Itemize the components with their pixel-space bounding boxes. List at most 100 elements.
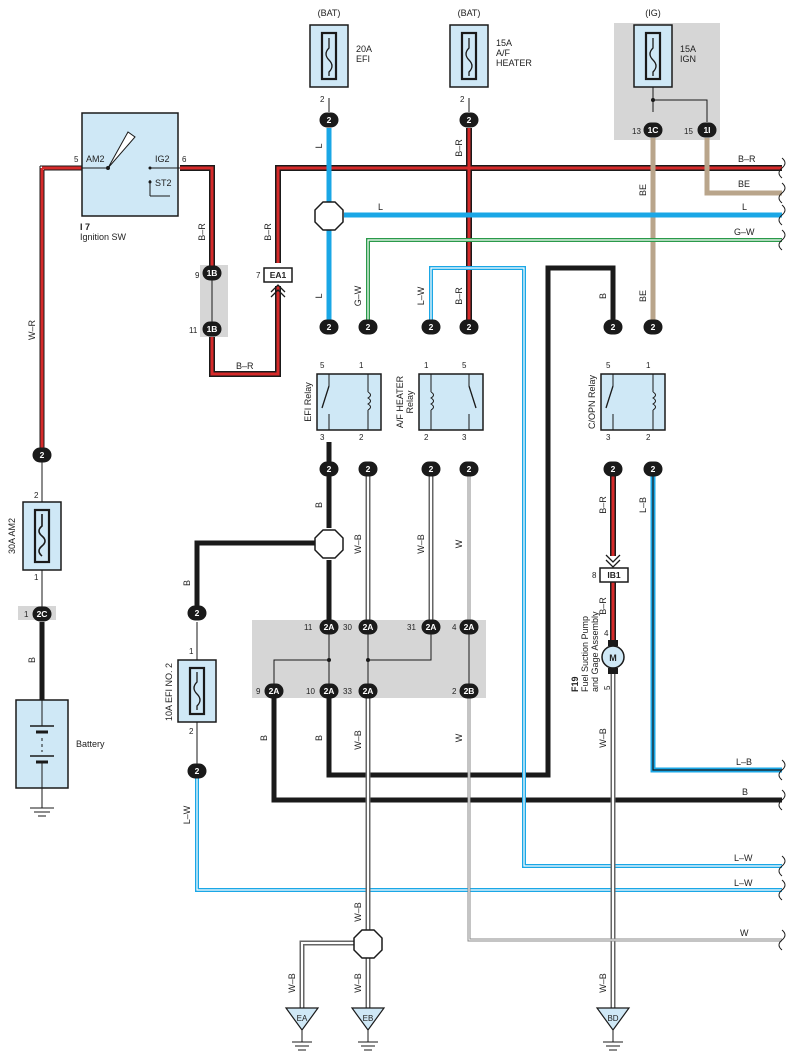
fuse-ign-name: IGN: [680, 54, 696, 64]
wire-label: BE: [738, 179, 750, 189]
conn-label: 2A: [464, 622, 475, 632]
conn-label: 2: [327, 115, 332, 125]
wire-label: B–R: [598, 597, 608, 615]
pin: 3: [462, 433, 467, 442]
connector-labels: 2 2 1C 1I 2 2 2 2 2 2 2 2 2 2 2 2 2 2 2 …: [37, 115, 711, 776]
conn-label: 2: [611, 464, 616, 474]
conn-label: 1C: [648, 125, 659, 135]
connector-pills: [32, 112, 717, 779]
pin: 4: [604, 629, 609, 638]
wire-label: B: [742, 787, 748, 797]
wire-labels: B–R BE L L G–W L–B B L–W L–W W B–R L B–R…: [27, 139, 756, 993]
conn-label: 2: [429, 322, 434, 332]
pin: 1: [646, 361, 651, 370]
pin: 3: [320, 433, 325, 442]
wire-label: W–B: [287, 973, 297, 993]
connector-ea1: [263, 267, 293, 283]
conn-label: 2: [195, 766, 200, 776]
wire-label: BE: [638, 290, 648, 302]
wire-label: B–R: [454, 139, 464, 157]
wire-label: B–R: [454, 287, 464, 305]
conn-label: 2: [611, 322, 616, 332]
pin: 9: [195, 271, 200, 280]
pin: 5: [320, 361, 325, 370]
copn-relay-label: C/OPN Relay: [587, 374, 597, 429]
pin: 11: [304, 623, 313, 632]
splice-points: [314, 201, 383, 959]
wire-label: L–B: [638, 497, 648, 513]
pin: 2: [460, 95, 465, 104]
junction-dot: [327, 658, 331, 662]
connector-ib1: [599, 567, 629, 583]
wire-label: W–B: [353, 973, 363, 993]
pin: 2: [189, 727, 194, 736]
ignition-pin-6: 6: [182, 155, 187, 164]
wire-label: L: [314, 293, 324, 298]
motor-code: F19: [570, 676, 580, 692]
conn-label: 2: [467, 115, 472, 125]
fuse-efi-amp: 20A: [356, 44, 372, 54]
wire-label: B–R: [738, 154, 756, 164]
conn-label: 2: [467, 464, 472, 474]
conn-label: 2: [651, 322, 656, 332]
wire-label: B: [27, 657, 37, 663]
wire-label: W–B: [416, 534, 426, 554]
conn-label: EA1: [270, 270, 287, 280]
pin: 13: [632, 127, 641, 136]
pin: 1: [359, 361, 364, 370]
wire-label: G–W: [353, 285, 363, 306]
pin: 2: [34, 491, 39, 500]
wire-label: G–W: [734, 227, 755, 237]
wire-continuation-marks: [778, 157, 786, 951]
wire-label: L: [742, 202, 747, 212]
wire-label: B–R: [598, 496, 608, 514]
pin: 2: [320, 95, 325, 104]
wire-label: W–R: [27, 320, 37, 341]
b-wires: [39, 265, 782, 803]
pin: 8: [592, 571, 597, 580]
fuse-am2: [22, 501, 62, 571]
ignition-pin-5: 5: [74, 155, 79, 164]
conn-label: 2: [366, 322, 371, 332]
wire-label: B–R: [236, 361, 254, 371]
wire-label: B: [314, 735, 324, 741]
fuse-efi-name: EFI: [356, 54, 370, 64]
conn-label: 2A: [269, 686, 280, 696]
ground-eb: [350, 1007, 386, 1051]
wire-label: B: [314, 502, 324, 508]
pin: 11: [189, 326, 198, 335]
conn-label: 2: [327, 464, 332, 474]
conn-label: 2A: [363, 686, 374, 696]
pin: 1: [424, 361, 429, 370]
fuel-pump-motor: [601, 640, 625, 674]
fuse-af-heater: [449, 24, 489, 88]
pin: 33: [343, 687, 352, 696]
conn-label: 2: [327, 322, 332, 332]
wire-label: B–R: [263, 223, 273, 241]
wire-label: BE: [638, 184, 648, 196]
pin: 3: [606, 433, 611, 442]
pin: 2: [452, 687, 457, 696]
ground-ea-label: EA: [297, 1014, 308, 1023]
w-wire: [467, 476, 782, 942]
battery-label: Battery: [76, 739, 105, 749]
conn-label: 2A: [324, 686, 335, 696]
wire-label: L: [314, 143, 324, 148]
pin: 9: [256, 687, 261, 696]
wire-label: W–B: [353, 902, 363, 922]
be-wires: [650, 138, 782, 320]
conn-label: 1B: [207, 324, 218, 334]
conn-label: 2: [651, 464, 656, 474]
wire-label: W–B: [598, 728, 608, 748]
arrow-marker: [605, 554, 621, 568]
source-bat-1: (BAT): [318, 8, 341, 18]
pin: 4: [452, 623, 457, 632]
ignition-code: I 7: [80, 222, 90, 232]
conn-label: 1I: [703, 125, 710, 135]
wire-label: W–B: [598, 973, 608, 993]
fuse-af-name2: HEATER: [496, 58, 532, 68]
efi-relay-label: EFI Relay: [303, 382, 313, 422]
pin: 1: [189, 647, 194, 656]
motor-symbol: M: [609, 653, 617, 663]
af-relay-label-2: Relay: [405, 390, 415, 414]
